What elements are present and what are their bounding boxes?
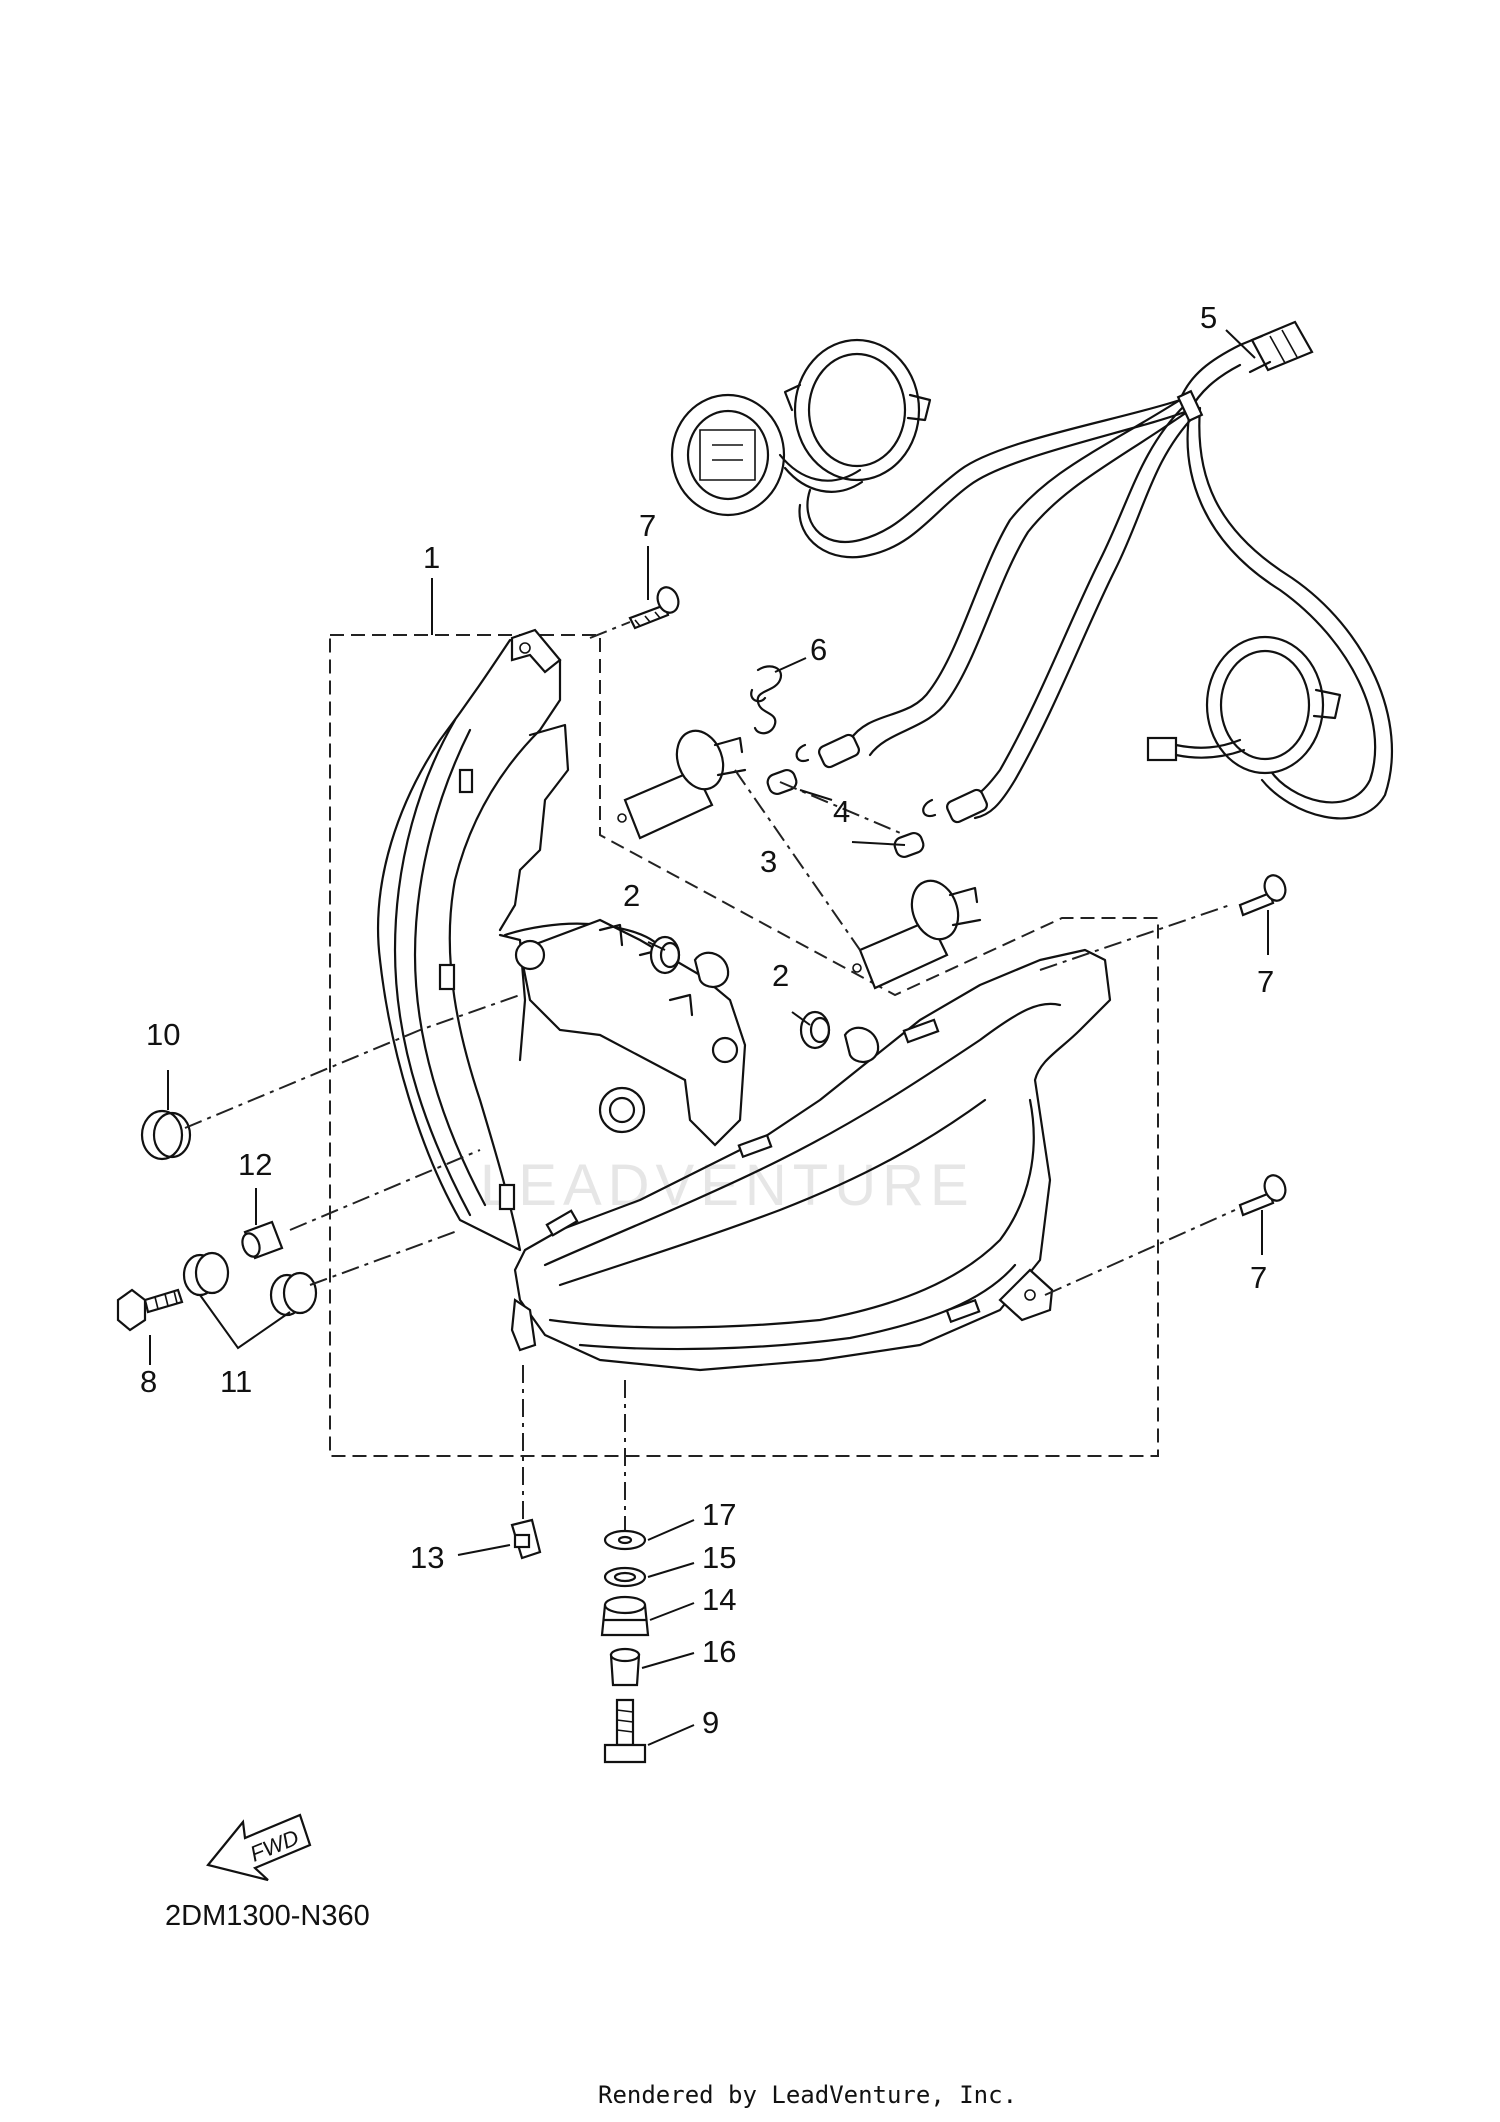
- callout-6: 6: [810, 632, 827, 667]
- socket-right: [1146, 635, 1342, 775]
- callout-1: 1: [423, 540, 440, 575]
- callout-15: 15: [702, 1540, 736, 1575]
- headlight-housing: [376, 628, 1112, 1372]
- callout-3: 3: [760, 844, 777, 879]
- washer-15: [603, 1566, 647, 1588]
- grommet-14: [600, 1595, 650, 1637]
- callout-12: 12: [238, 1147, 272, 1182]
- diagram-code: 2DM1300-N360: [165, 1900, 370, 1932]
- callout-17: 17: [702, 1497, 736, 1532]
- wire-harness: [798, 320, 1394, 820]
- fwd-arrow-icon: FWD: [206, 1813, 312, 1882]
- callout-9: 9: [702, 1705, 719, 1740]
- callout-8: 8: [140, 1364, 157, 1399]
- callouts: 1 7 5 6 2 2 4 3 7 7 10 12 8 11 13 17 15 …: [140, 300, 1274, 1740]
- assembly-boundary: [329, 634, 1159, 1457]
- callout-7-right-lower: 7: [1250, 1260, 1267, 1295]
- grommets-11: [182, 1251, 318, 1317]
- socket-upper: [670, 338, 932, 517]
- adjuster-grommets: [649, 935, 880, 1063]
- bolt-8: [116, 1288, 184, 1332]
- clip-nut-13: [510, 1518, 542, 1560]
- wedge-bulbs: [766, 768, 925, 859]
- leader-lines: [149, 329, 1269, 1746]
- headlight-bulb-upper: [617, 729, 747, 840]
- render-credit: Rendered by LeadVenture, Inc.: [598, 2081, 1017, 2109]
- callout-16: 16: [702, 1634, 736, 1669]
- collar-16: [609, 1647, 641, 1687]
- callout-10: 10: [146, 1017, 180, 1052]
- callout-13: 13: [410, 1540, 444, 1575]
- headlight-bulb-lower: [852, 879, 982, 990]
- assembly-lines: [184, 621, 1236, 1530]
- washer-17: [603, 1529, 647, 1551]
- callout-4: 4: [833, 794, 850, 829]
- callout-7-right-upper: 7: [1257, 964, 1274, 999]
- collar-12: [241, 1220, 284, 1260]
- callout-14: 14: [702, 1582, 736, 1617]
- grommet-10: [140, 1109, 192, 1161]
- bolt-9: [603, 1698, 647, 1764]
- screw-right-upper: [1238, 874, 1287, 917]
- callout-11: 11: [220, 1364, 252, 1399]
- screw-right-lower: [1238, 1174, 1287, 1217]
- position-bulb-sockets: [795, 733, 988, 824]
- spring-clip: [750, 665, 783, 735]
- callout-2-lower: 2: [772, 958, 789, 993]
- callout-7-top: 7: [639, 508, 656, 543]
- screw-top: [628, 586, 680, 630]
- callout-5: 5: [1200, 300, 1217, 335]
- callout-2-upper: 2: [623, 878, 640, 913]
